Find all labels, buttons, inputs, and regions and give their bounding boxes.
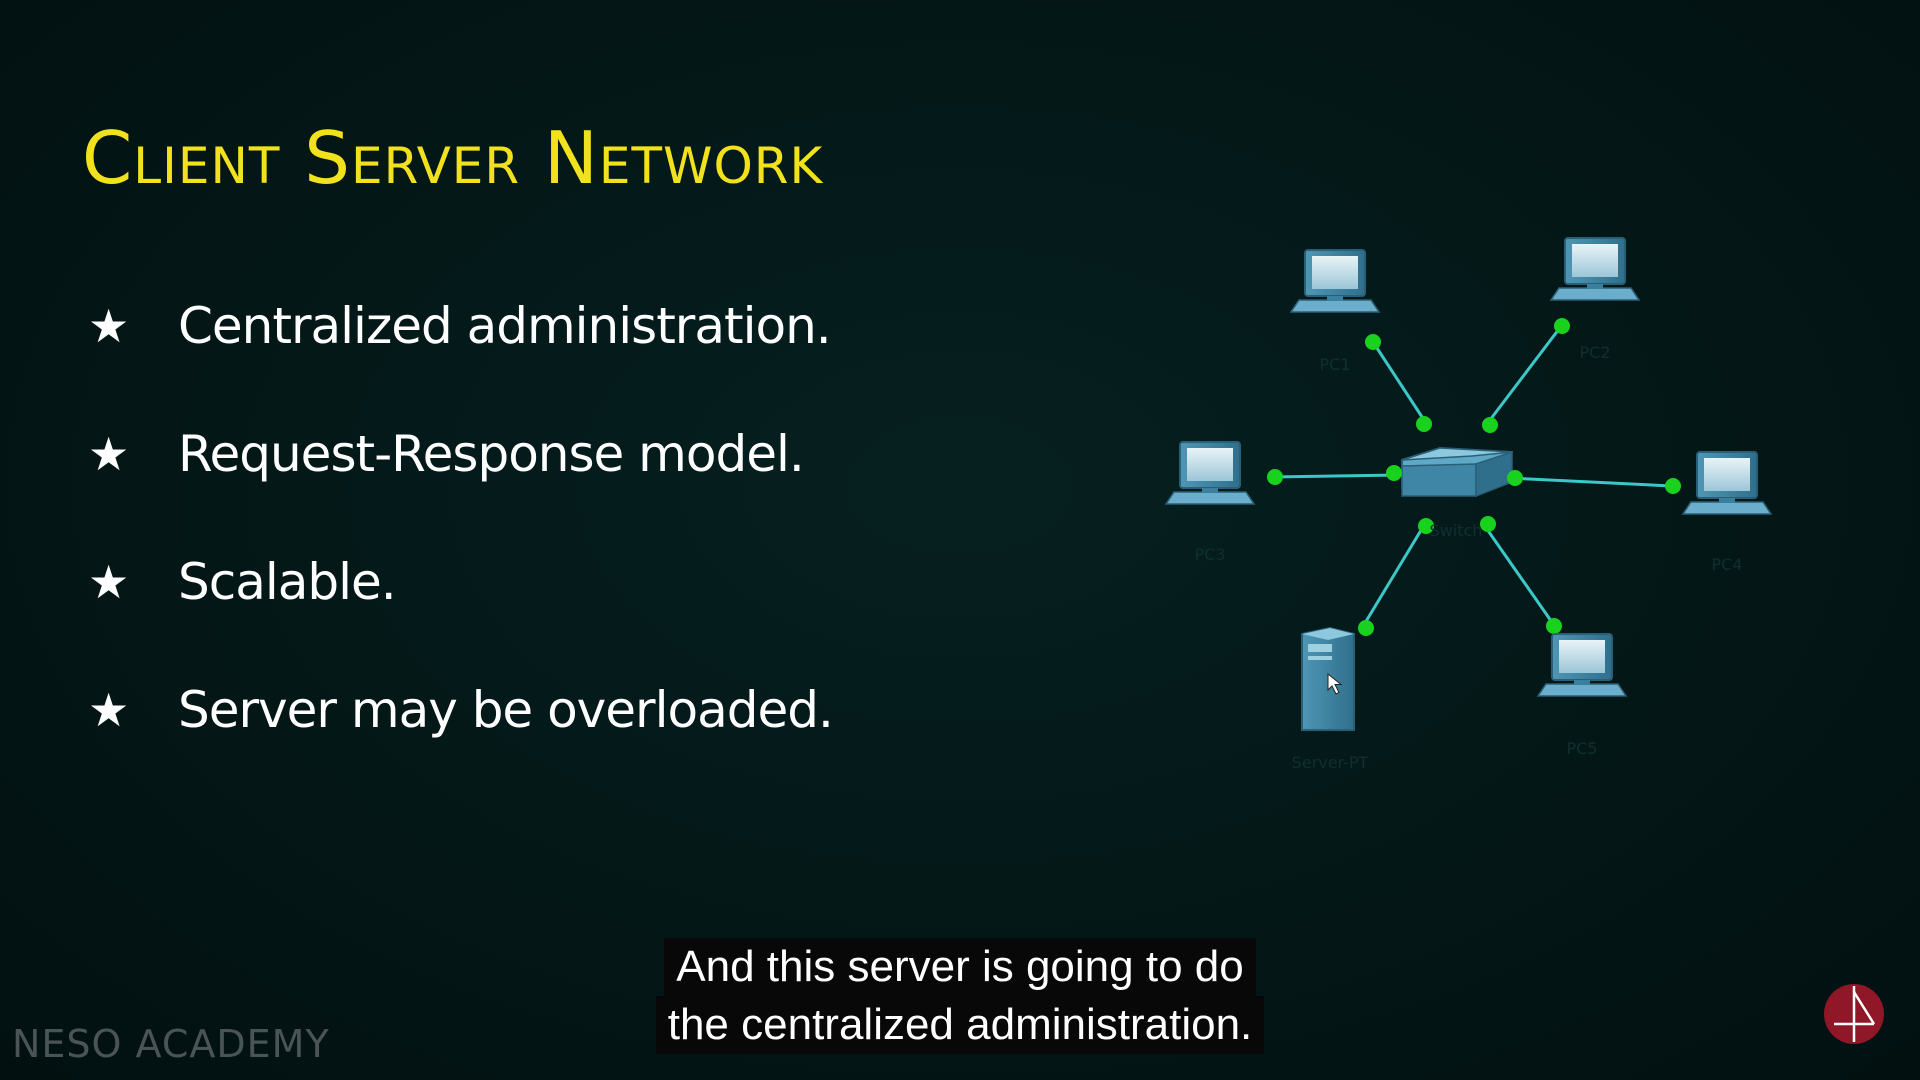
device-label: PC5 (1567, 739, 1598, 758)
bullet-text: Centralized administration. (178, 297, 832, 355)
pc-icon (1682, 451, 1772, 515)
star-icon: ★ (88, 555, 130, 609)
star-icon: ★ (88, 299, 130, 353)
pc-icon (1550, 237, 1640, 301)
port-dot (1554, 318, 1570, 334)
port-indicators (1267, 318, 1681, 636)
port-dot (1665, 478, 1681, 494)
port-dot (1416, 416, 1432, 432)
network-diagram: PC1 PC2 PC3 PC4 PC5 Server-PT Switch (1165, 237, 1772, 772)
port-dot (1358, 620, 1374, 636)
cursor-icon (1327, 672, 1343, 695)
device-label: PC1 (1320, 355, 1351, 374)
device-label: Server-PT (1292, 753, 1369, 772)
bullet-item: ★ Centralized administration. (88, 262, 833, 390)
bullet-text: Scalable. (178, 553, 397, 611)
device-label: PC3 (1195, 545, 1226, 564)
port-dot (1507, 470, 1523, 486)
port-dot (1480, 516, 1496, 532)
star-icon: ★ (88, 683, 130, 737)
link-pc5 (1480, 521, 1558, 629)
pc-icon (1537, 633, 1627, 697)
bullet-list: ★ Centralized administration. ★ Request-… (88, 262, 834, 774)
device-label: PC2 (1580, 343, 1611, 362)
switch-icon (1401, 446, 1514, 498)
device-label: PC4 (1712, 555, 1743, 574)
link-pc1 (1371, 341, 1426, 421)
bullet-text: Server may be overloaded. (178, 681, 834, 739)
slide-title: Client Server Network (82, 116, 824, 200)
hub-label: Switch (1430, 521, 1483, 540)
pc-icon (1165, 441, 1255, 505)
link-pc3 (1271, 473, 1401, 479)
video-subtitle: And this server is going to do the centr… (0, 938, 1920, 1054)
neso-logo-icon (1824, 984, 1884, 1044)
brand-watermark: NESO ACADEMY (12, 1022, 330, 1066)
port-dot (1418, 518, 1434, 534)
port-dot (1365, 334, 1381, 350)
subtitle-line: And this server is going to do (664, 938, 1256, 996)
port-dot (1386, 465, 1402, 481)
network-links (1271, 324, 1673, 629)
bullet-item: ★ Server may be overloaded. (88, 646, 834, 774)
pc-icon (1290, 249, 1380, 313)
bullet-text: Request-Response model. (178, 425, 805, 483)
bullet-item: ★ Scalable. (88, 518, 833, 646)
port-dot (1546, 618, 1562, 634)
star-icon: ★ (88, 427, 130, 481)
bullet-item: ★ Request-Response model. (88, 390, 833, 518)
subtitle-line: the centralized administration. (655, 996, 1265, 1054)
link-server (1360, 521, 1428, 629)
link-pc4 (1509, 476, 1673, 488)
port-dot (1482, 417, 1498, 433)
link-pc2 (1488, 324, 1564, 421)
port-dot (1267, 469, 1283, 485)
